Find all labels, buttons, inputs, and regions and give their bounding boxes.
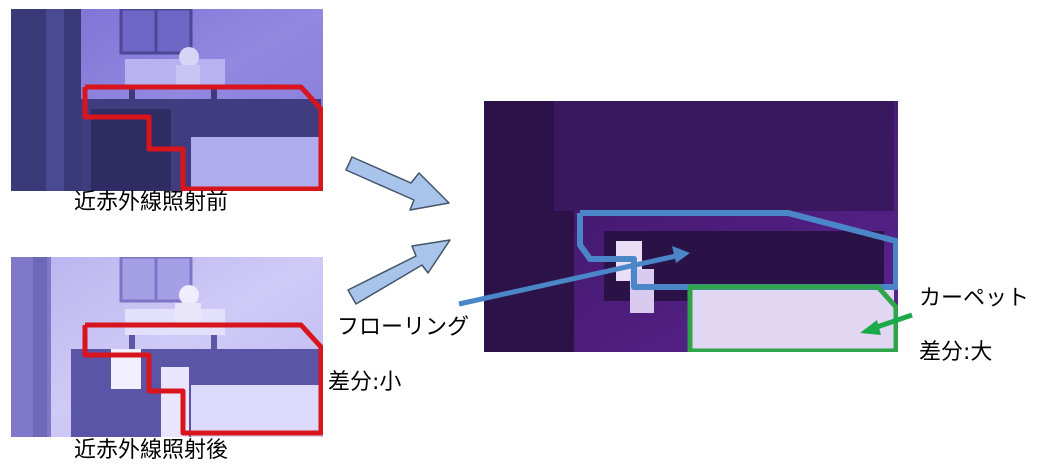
caption-before-illumination: 近赤外線照射前 — [74, 190, 229, 215]
carpet-pointer-arrow — [860, 312, 913, 335]
flooring-region-outline — [577, 210, 898, 290]
photo-before-illumination — [11, 9, 323, 191]
region-outline-after — [82, 322, 323, 436]
carpet-region-outline — [687, 284, 898, 352]
flooring-pointer-arrow — [458, 246, 690, 307]
right-arrow-icon — [345, 156, 450, 211]
carpet-diff-label: 差分:大 — [919, 340, 993, 365]
region-outline-before — [82, 84, 323, 191]
caption-after-illumination: 近赤外線照射後 — [74, 438, 229, 463]
photo-difference — [484, 101, 898, 352]
flooring-label: フローリング — [337, 315, 470, 340]
carpet-label: カーペット — [919, 286, 1030, 311]
photo-after-illumination — [11, 257, 323, 437]
flooring-diff-label: 差分:小 — [328, 370, 402, 395]
right-arrow-icon — [347, 239, 451, 305]
